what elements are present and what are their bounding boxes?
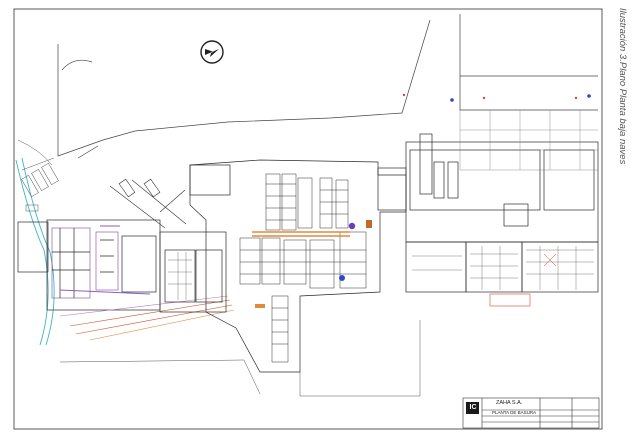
title-block [462, 397, 600, 429]
title-block-logo-text: IC [469, 404, 477, 411]
building-left [17, 219, 161, 311]
equipment-accents [255, 220, 372, 308]
figure-caption: Ilustración 3.Plano Planta baja naves [617, 8, 628, 165]
nave-grid [459, 110, 598, 171]
ic-logo [466, 402, 479, 414]
machinery [239, 173, 367, 363]
right-accents [402, 93, 591, 307]
truck-bays [109, 178, 187, 229]
conveyor-lines [59, 295, 235, 341]
north-arrow-icon [200, 40, 224, 64]
yard-lines [59, 320, 421, 397]
site-outline [57, 14, 598, 159]
access-road [15, 157, 55, 346]
building-right [405, 133, 599, 293]
central-hall [159, 159, 407, 373]
main-conveyor [252, 231, 350, 237]
sheet-border [13, 8, 603, 430]
title-block-drawing-title: PLANTA DE BASURA [492, 410, 537, 415]
storage-racks [168, 246, 594, 300]
left-purple-conveyors [59, 225, 151, 295]
title-block-company: ZAHA S.A. [496, 400, 523, 406]
